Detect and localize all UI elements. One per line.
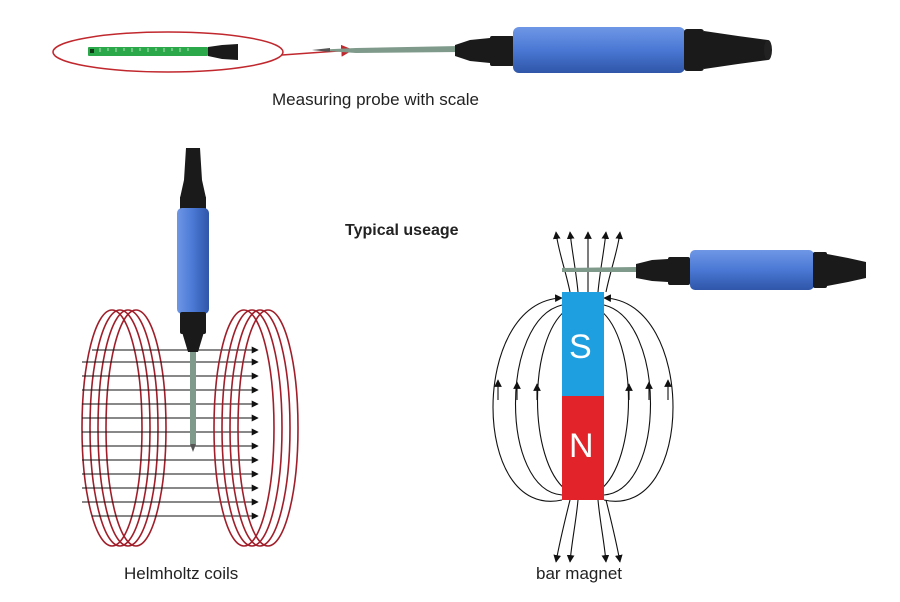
magnet-south-pole [562,292,604,396]
probe-icon [312,27,772,73]
helmholtz-coil-icon [81,309,299,547]
left-coil [81,309,167,547]
magnet-north-pole [562,396,604,500]
south-pole-label: S [569,328,592,366]
bar-magnet-field [492,231,674,563]
highlight-ellipse [52,31,284,73]
north-pole-label: N [569,427,594,465]
probe-caption: Measuring probe with scale [272,90,479,109]
scale-pcb-icon [88,44,238,60]
right-coil [213,309,299,547]
vertical-probe-icon [177,148,209,452]
bar-magnet-icon [562,292,604,500]
horizontal-probe-icon [562,250,866,290]
typical-usage-heading: Typical useage [345,222,459,239]
bar-magnet-caption: bar magnet [536,564,622,583]
helmholtz-caption: Helmholtz coils [124,564,239,583]
